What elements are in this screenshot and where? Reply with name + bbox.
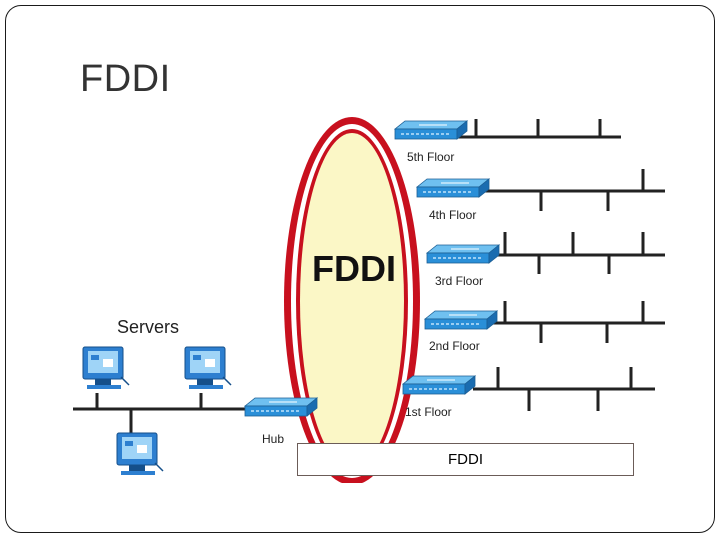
floor-label-1: 1st Floor bbox=[405, 405, 452, 419]
floor-label-2: 2nd Floor bbox=[429, 339, 480, 353]
floor-lan-1 bbox=[473, 367, 655, 411]
floor-label-4: 4th Floor bbox=[429, 208, 476, 222]
switch-icon bbox=[416, 178, 490, 198]
hub-label: Hub bbox=[262, 432, 284, 446]
server-computer-icon bbox=[116, 432, 164, 476]
switch-icon bbox=[424, 310, 498, 330]
servers-label: Servers bbox=[117, 317, 179, 337]
server-computer-icon bbox=[82, 346, 130, 390]
floor-lan-5 bbox=[453, 119, 621, 139]
floor-label-5: 5th Floor bbox=[407, 150, 454, 164]
fddi-ring-label: FDDI bbox=[312, 248, 396, 289]
floor-label-3: 3rd Floor bbox=[435, 274, 483, 288]
server-lan bbox=[73, 393, 263, 433]
hub-icon bbox=[244, 397, 318, 417]
diagram-canvas: FDDI 5th Floor 4th Floor 3rd Floor 2nd F… bbox=[73, 117, 665, 483]
floor-lan-2 bbox=[493, 301, 665, 343]
fddi-network-diagram: FDDI 5th Floor 4th Floor 3rd Floor 2nd F… bbox=[73, 111, 669, 483]
diagram-caption: FDDI bbox=[297, 443, 634, 476]
switch-icon bbox=[402, 375, 476, 395]
switch-icon bbox=[394, 120, 468, 140]
switch-icon bbox=[426, 244, 500, 264]
slide-title: FDDI bbox=[80, 58, 171, 100]
floor-lan-4 bbox=[483, 169, 665, 211]
fddi-ring bbox=[284, 117, 420, 483]
floor-lan-3 bbox=[493, 232, 665, 274]
server-computer-icon bbox=[184, 346, 232, 390]
